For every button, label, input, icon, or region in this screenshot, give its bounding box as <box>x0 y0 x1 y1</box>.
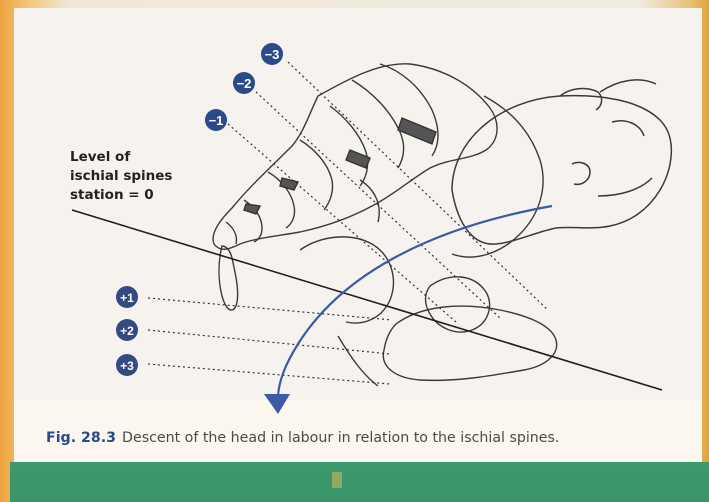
station-badge-minus3: −3 <box>261 43 283 65</box>
level-label-line-1: Level of <box>70 148 230 167</box>
station-badge-plus1: +1 <box>116 286 138 308</box>
figure-number: Fig. 28.3 <box>46 430 116 446</box>
descent-arrow <box>278 206 552 398</box>
level-label-line-3: station = 0 <box>70 186 230 205</box>
svg-text:−3: −3 <box>265 47 280 62</box>
svg-text:−1: −1 <box>209 113 224 128</box>
descent-arrowhead <box>264 394 290 414</box>
ischial-spine-level-label: Level of ischial spines station = 0 <box>70 148 230 205</box>
fetal-head-drawing <box>452 80 671 244</box>
station-lines-below <box>148 298 392 384</box>
station-badge-plus3: +3 <box>116 354 138 376</box>
station-badge-minus1: −1 <box>205 109 227 131</box>
figure-caption: Fig. 28.3 Descent of the head in labour i… <box>46 429 696 448</box>
svg-text:−2: −2 <box>237 76 252 91</box>
svg-text:+2: +2 <box>120 324 134 338</box>
station-badge-plus2: +2 <box>116 319 138 341</box>
caption-text: Descent of the head in labour in relatio… <box>122 430 559 446</box>
sacrum-drawing <box>213 64 497 310</box>
svg-text:+3: +3 <box>120 359 134 373</box>
ischial-spine-level-line <box>72 210 662 390</box>
station-lines-above <box>228 62 548 322</box>
level-label-line-2: ischial spines <box>70 167 230 186</box>
svg-text:+1: +1 <box>120 291 134 305</box>
station-badge-minus2: −2 <box>233 72 255 94</box>
